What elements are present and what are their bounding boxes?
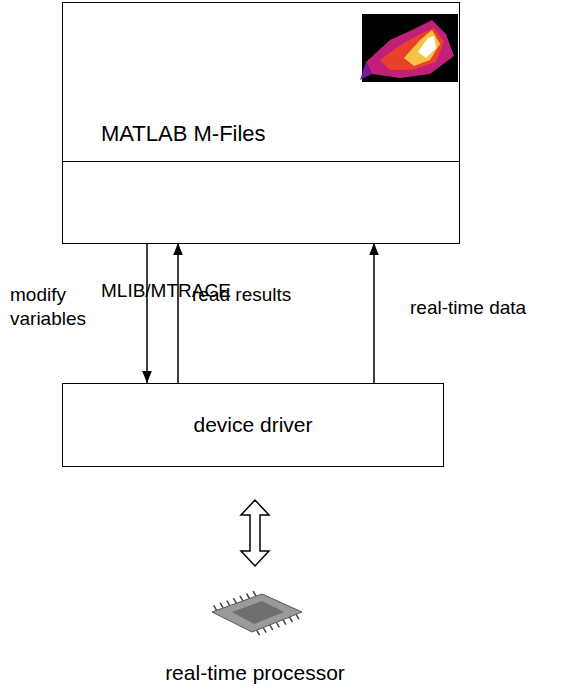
matlab-box: MATLAB M-FilesMLIB/MTRACE	[62, 2, 460, 244]
arrow-label: modify variables	[10, 283, 135, 331]
logo-surface	[404, 30, 440, 66]
chip-pin	[257, 630, 260, 635]
library-band: MLIB/MTRACE	[63, 161, 459, 243]
chip-pin	[290, 617, 293, 622]
chip-pin	[220, 603, 223, 608]
component-label: real-time processor	[165, 660, 345, 686]
chip-pin	[233, 598, 236, 603]
node-label: MATLAB M-Files	[101, 121, 266, 147]
bidirectional-hollow-arrow	[241, 500, 269, 566]
chip-pin	[296, 614, 299, 619]
logo-surface	[360, 62, 372, 80]
chip-pin	[240, 596, 243, 601]
data-flow-arrow	[373, 243, 375, 383]
logo-surface	[380, 28, 444, 70]
chip-pin	[263, 628, 266, 633]
chip-pin	[227, 601, 230, 606]
logo-surface	[366, 20, 454, 78]
node-label: device driver	[193, 412, 312, 437]
data-flow-arrow	[177, 243, 179, 383]
arrow-label: read results	[192, 283, 291, 307]
chip-pin	[214, 605, 217, 610]
logo-background	[362, 14, 458, 82]
chip-pin	[247, 594, 250, 599]
chip-die	[232, 601, 284, 624]
matlab-surface-logo	[360, 14, 458, 82]
arrow-label: real-time data	[410, 296, 526, 320]
chip-body	[212, 594, 302, 632]
driver-box: device driver	[62, 383, 444, 467]
chip-pin	[283, 620, 286, 625]
data-flow-arrow	[146, 243, 148, 383]
chip-pin	[276, 622, 279, 627]
chip-pin	[253, 591, 256, 596]
chip-pin	[270, 625, 273, 630]
logo-surface	[418, 36, 436, 58]
processor-chip-icon	[212, 591, 302, 635]
